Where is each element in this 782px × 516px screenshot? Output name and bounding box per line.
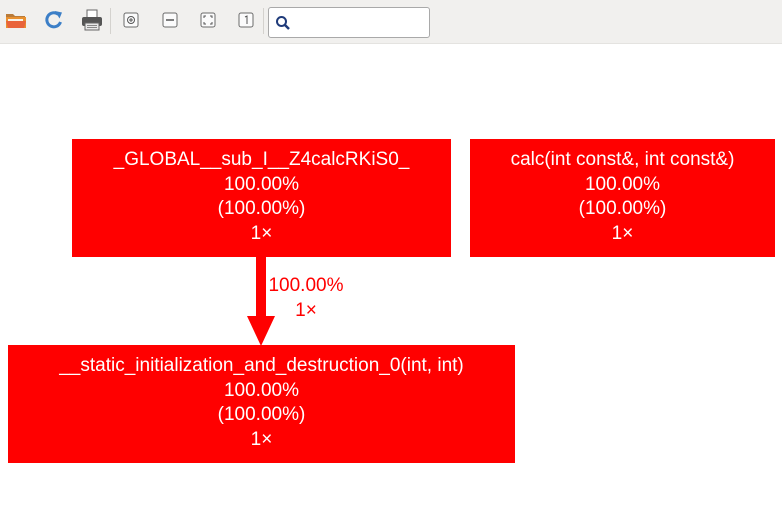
node-call-count: 1× <box>250 222 273 244</box>
print-button[interactable] <box>78 6 106 34</box>
search-input[interactable] <box>293 11 429 36</box>
zoom-fit-icon <box>200 12 216 28</box>
zoom-in-button[interactable] <box>117 6 145 34</box>
graph-edge <box>247 256 275 346</box>
folder-open-icon <box>6 14 26 28</box>
node-self-percent: (100.00%) <box>217 198 306 219</box>
node-percent: 100.00% <box>584 173 660 195</box>
toolbar-separator <box>110 8 111 34</box>
node-call-count: 1× <box>250 428 273 450</box>
zoom-fit-button[interactable] <box>194 6 222 34</box>
graph-node[interactable]: __static_initialization_and_destruction_… <box>8 345 515 463</box>
node-function-name: calc(int const&, int const&) <box>510 149 735 170</box>
node-self-percent: (100.00%) <box>217 404 306 425</box>
search-icon <box>276 16 290 30</box>
call-graph-canvas[interactable]: _GLOBAL__sub_I__Z4calcRKiS0_ 100.00% (10… <box>0 44 782 516</box>
refresh-icon <box>45 11 62 29</box>
open-button[interactable] <box>2 6 30 34</box>
graph-node[interactable]: _GLOBAL__sub_I__Z4calcRKiS0_ 100.00% (10… <box>72 139 451 257</box>
zoom-out-icon <box>162 12 178 28</box>
edge-call-count: 1× <box>295 299 317 321</box>
zoom-original-button[interactable] <box>232 6 260 34</box>
node-function-name: __static_initialization_and_destruction_… <box>59 355 464 376</box>
search-box[interactable] <box>268 7 430 38</box>
zoom-out-button[interactable] <box>156 6 184 34</box>
edge-label: 100.00% 1× <box>258 274 354 323</box>
toolbar-separator <box>263 8 264 34</box>
zoom-in-icon <box>123 12 139 28</box>
node-percent: 100.00% <box>223 379 299 401</box>
toolbar <box>0 0 782 44</box>
node-percent: 100.00% <box>223 173 299 195</box>
graph-node[interactable]: calc(int const&, int const&) 100.00% (10… <box>470 139 775 257</box>
printer-icon <box>82 9 102 31</box>
edge-percent: 100.00% <box>268 275 344 296</box>
node-call-count: 1× <box>611 222 634 244</box>
node-self-percent: (100.00%) <box>578 198 667 219</box>
edge-line <box>256 256 266 318</box>
refresh-button[interactable] <box>40 6 68 34</box>
edge-arrowhead <box>247 316 275 346</box>
zoom-original-icon <box>238 12 254 28</box>
node-function-name: _GLOBAL__sub_I__Z4calcRKiS0_ <box>113 149 410 170</box>
